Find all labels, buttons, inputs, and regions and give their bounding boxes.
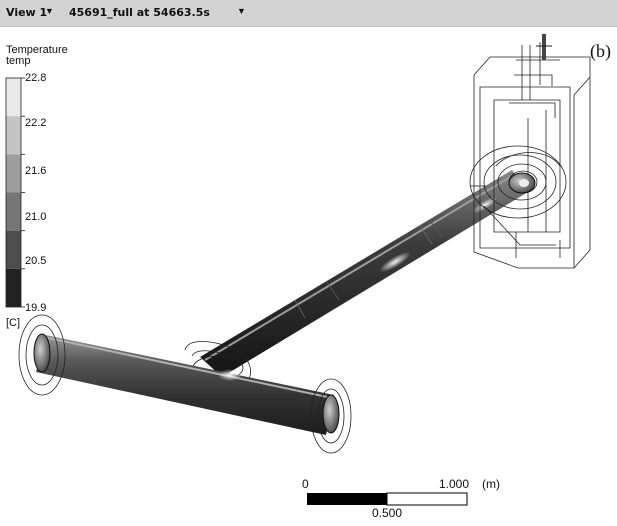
legend-color-bar [5, 77, 25, 308]
legend-tick-label: 22.2 [25, 117, 47, 129]
3d-viewport[interactable]: Temperature temp 22.8 22.2 21.6 21.0 20.… [0, 27, 617, 526]
view-selector-label[interactable]: View 1 [6, 6, 48, 19]
case-selector-label[interactable]: 45691_full at 54663.5s [69, 6, 210, 19]
legend-tick-label: 22.8 [25, 72, 47, 84]
legend-title: Temperature [6, 44, 68, 56]
view-dropdown-arrow-icon[interactable]: ▼ [45, 6, 54, 16]
legend-tick-label: 19.9 [25, 302, 47, 314]
legend-band [6, 154, 21, 193]
scale-end-label: 1.000 [439, 477, 470, 491]
scale-mid-label: 0.500 [372, 506, 403, 520]
legend-band [6, 78, 21, 117]
panel-label: (b) [590, 41, 611, 61]
pump-inlet [508, 172, 536, 194]
pump-shaft [536, 34, 552, 60]
legend-tick-label: 21.6 [25, 165, 47, 177]
legend-tick-label: 20.5 [25, 255, 47, 267]
legend-band [6, 116, 21, 155]
scale-bar-light-segment [386, 492, 468, 506]
right-flange [310, 378, 352, 454]
pump-housing-wireframe [469, 42, 591, 269]
case-dropdown-arrow-icon[interactable]: ▼ [237, 6, 246, 16]
legend-unit: [C] [6, 317, 21, 329]
model-render [5, 34, 591, 506]
scale-unit-label: (m) [482, 477, 500, 491]
scale-bar-dark-segment [307, 493, 387, 505]
legend-band [6, 192, 21, 231]
scale-start-label: 0 [302, 477, 309, 491]
legend-band [6, 268, 21, 307]
view-toolbar: View 1 ▼ 45691_full at 54663.5s ▼ [0, 0, 617, 27]
legend-band [6, 230, 21, 269]
scale-bar [307, 492, 468, 506]
diagonal-pipe [200, 170, 528, 377]
main-pipe [33, 333, 340, 435]
legend-tick-label: 21.0 [25, 211, 47, 223]
left-flange [18, 314, 66, 396]
legend-variable: temp [6, 55, 31, 67]
